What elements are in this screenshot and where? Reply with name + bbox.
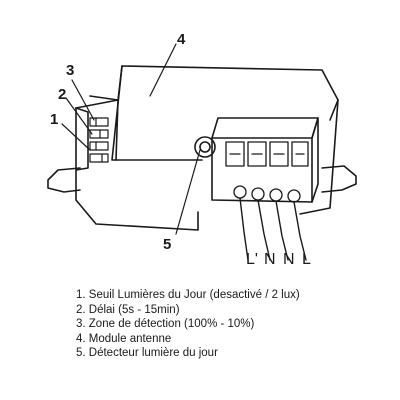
terminal-label-n-1: N [264,251,276,268]
legend-item-1: 1. Seuil Lumières du Jour (desactivé / 2… [76,289,300,301]
callout-5: 5 [163,236,171,253]
legend-item-5: 5. Détecteur lumière du jour [76,347,218,360]
legend-item-2: 2. Délai (5s - 15min) [76,303,180,316]
legend-list: 1. Seuil Lumières du Jour (desactivé / 2… [76,288,300,361]
terminal-label-l: L [302,251,311,268]
adjustment-switches [89,117,109,163]
callout-leaders [61,43,201,235]
wire-leads [239,197,307,261]
callout-1: 1 [50,111,58,128]
terminal-block [211,117,319,203]
terminal-label-n-2: N [283,251,295,268]
legend-item-3: 3. Zone de détection (100% - 10%) [76,318,255,331]
callout-4: 4 [177,31,186,48]
callout-2: 2 [58,86,66,103]
sensor-module-diagram: 3 2 1 4 5 L' N N L [47,31,357,268]
module-housing [47,65,357,231]
daylight-sensor-icon [194,136,216,158]
terminal-label-l-prime: L' [246,251,258,268]
callout-3: 3 [66,62,74,79]
legend-item-4: 4. Module antenne [76,332,172,345]
